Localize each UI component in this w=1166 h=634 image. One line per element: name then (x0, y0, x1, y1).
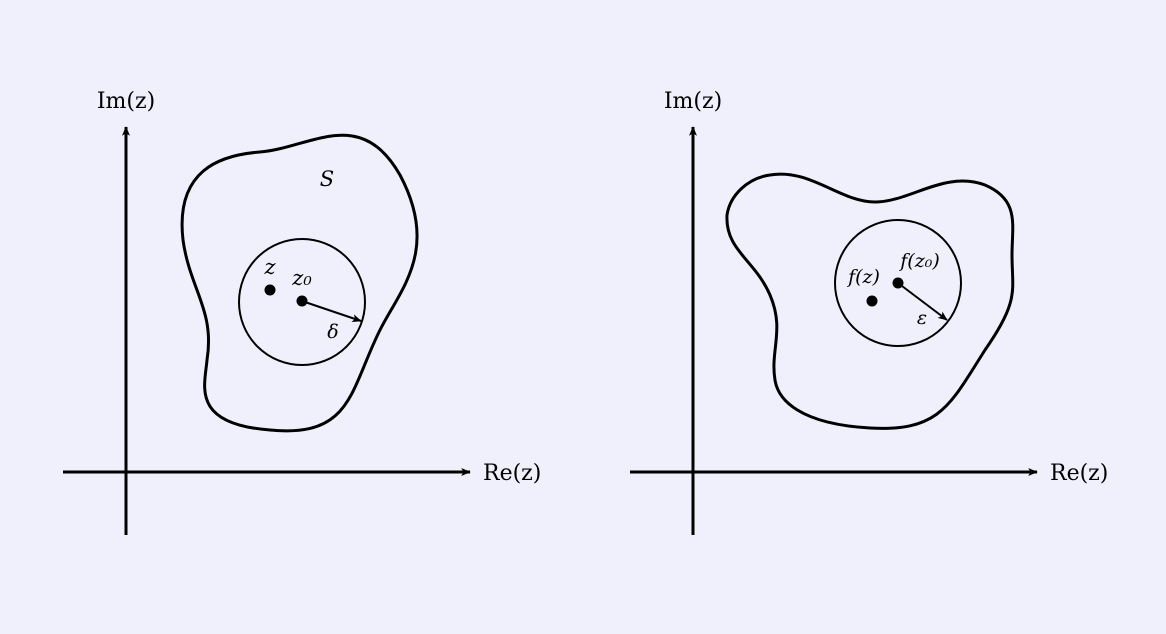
right-y-axis-label: Im(z) (664, 89, 722, 114)
point-fz-label: f(z) (846, 266, 880, 288)
point-z (264, 284, 276, 296)
epsilon-radius-arrow (897, 282, 948, 321)
region-s-boundary (180, 133, 419, 433)
image-region-boundary (725, 172, 1015, 430)
left-y-axis-label: Im(z) (97, 89, 155, 114)
epsilon-neighborhood-circle (834, 219, 962, 347)
left-panel: Im(z) Re(z) S z z₀ δ (63, 89, 541, 535)
delta-radius-arrow (301, 300, 362, 322)
right-x-axis-label: Re(z) (1050, 461, 1108, 486)
epsilon-label: ε (917, 307, 927, 329)
point-fz (866, 295, 878, 307)
delta-label: δ (327, 321, 338, 343)
right-panel: Im(z) Re(z) f(z) f(z₀) ε (630, 89, 1108, 535)
left-x-axis-label: Re(z) (483, 461, 541, 486)
point-fz0-label: f(z₀) (898, 250, 939, 272)
point-z0-label: z₀ (291, 266, 312, 290)
point-z-label: z (263, 255, 276, 279)
delta-neighborhood-circle (238, 238, 366, 366)
region-s-label: S (320, 167, 334, 191)
